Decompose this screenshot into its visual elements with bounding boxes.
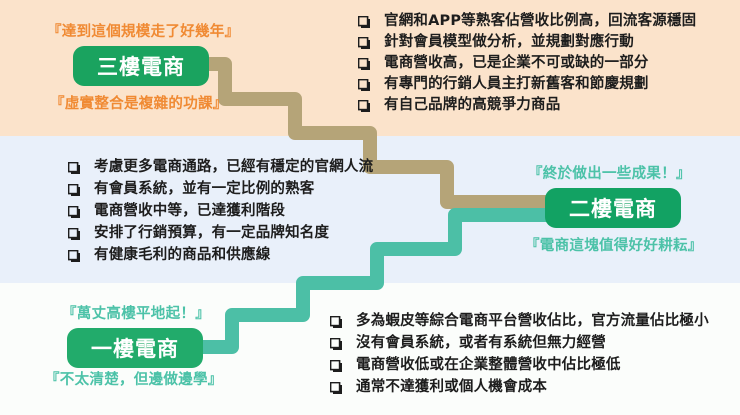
list-item: 有會員系統，並有一定比例的熟客 [68,180,373,199]
shadowed-square-bullet-icon [358,58,384,71]
list-item: 電商營收中等，已達獲利階段 [68,202,373,221]
stair-line-tan [198,57,558,209]
stair-line-teal [192,208,558,354]
list-item: 針對會員模型做分析，並規劃對應行動 [358,33,696,52]
floor3-label-text: 三樓電商 [97,55,185,79]
list-item: 有自己品牌的高競爭力商品 [358,96,696,115]
list-item-text: 有健康毛利的商品和供應線 [94,247,271,263]
list-item-text: 多為蝦皮等綜合電商平台營收佔比，官方流量佔比極小 [356,313,709,329]
shadowed-square-bullet-icon [68,206,94,219]
shadowed-square-bullet-icon [68,162,94,175]
list-item: 多為蝦皮等綜合電商平台營收佔比，官方流量佔比極小 [330,312,709,331]
shadowed-square-bullet-icon [68,250,94,263]
list-item: 有專門的行銷人員主打新舊客和節慶規劃 [358,75,696,94]
list-item-text: 安排了行銷預算，有一定品牌知名度 [94,225,330,241]
floor2-label-text: 二樓電商 [569,197,657,221]
shadowed-square-bullet-icon [358,16,384,29]
shadowed-square-bullet-icon [330,360,356,373]
floor2-caption-bottom: 『電商這塊值得好好耕耘』 [525,238,703,254]
list-item-text: 官網和APP等熟客佔營收比例高，回流客源穩固 [384,13,697,29]
list-item: 沒有會員系統，或者有系統但無力經營 [330,334,709,353]
list-item: 安排了行銷預算，有一定品牌知名度 [68,224,373,243]
shadowed-square-bullet-icon [330,338,356,351]
list-item: 電商營收高，已是企業不可或缺的一部分 [358,54,696,73]
list-item-text: 沒有會員系統，或者有系統但無力經營 [356,335,606,351]
shadowed-square-bullet-icon [358,37,384,50]
floor1-caption-top: 『萬丈高樓平地起！』 [62,306,210,322]
floor2-caption-top: 『終於做出一些成果！』 [528,166,691,182]
list-item-text: 針對會員模型做分析，並規劃對應行動 [384,34,634,50]
floor1-label-box[interactable]: 一樓電商 [67,328,203,368]
list-item-text: 電商營收中等，已達獲利階段 [94,203,286,219]
floor3-label-box[interactable]: 三樓電商 [73,46,209,86]
list-item-text: 有會員系統，並有一定比例的熟客 [94,181,315,197]
shadowed-square-bullet-icon [330,382,356,395]
list-item: 通常不達獲利或個人機會成本 [330,378,709,397]
list-item-text: 電商營收高，已是企業不可或缺的一部分 [384,55,649,71]
list-item: 有健康毛利的商品和供應線 [68,246,373,265]
floor3-caption-top: 『達到這個規模走了好幾年』 [47,24,240,40]
list-item-text: 電商營收低或在企業整體營收中佔比極低 [356,357,621,373]
floor3-caption-bottom: 『虛實整合是複雜的功課』 [50,96,228,112]
list-item: 電商營收低或在企業整體營收中佔比極低 [330,356,709,375]
floor1-caption-bottom: 『不太清楚，但邊做邊學』 [45,372,223,388]
list-item-text: 考慮更多電商通路，已經有穩定的官網人流 [94,159,374,175]
floor2-bullet-list: 考慮更多電商通路，已經有穩定的官網人流 有會員系統，並有一定比例的熟客 電商營收… [68,158,373,268]
list-item-text: 有專門的行銷人員主打新舊客和節慶規劃 [384,76,649,92]
floor3-bullet-list: 官網和APP等熟客佔營收比例高，回流客源穩固 針對會員模型做分析，並規劃對應行動… [358,12,696,117]
shadowed-square-bullet-icon [68,184,94,197]
floor1-label-text: 一樓電商 [91,337,179,361]
shadowed-square-bullet-icon [358,100,384,113]
shadowed-square-bullet-icon [330,316,356,329]
list-item: 考慮更多電商通路，已經有穩定的官網人流 [68,158,373,177]
shadowed-square-bullet-icon [358,79,384,92]
list-item: 官網和APP等熟客佔營收比例高，回流客源穩固 [358,12,696,31]
list-item-text: 有自己品牌的高競爭力商品 [384,97,561,113]
shadowed-square-bullet-icon [68,228,94,241]
floor2-label-box[interactable]: 二樓電商 [545,188,681,228]
floor1-bullet-list: 多為蝦皮等綜合電商平台營收佔比，官方流量佔比極小 沒有會員系統，或者有系統但無力… [330,312,709,400]
list-item-text: 通常不達獲利或個人機會成本 [356,379,548,395]
